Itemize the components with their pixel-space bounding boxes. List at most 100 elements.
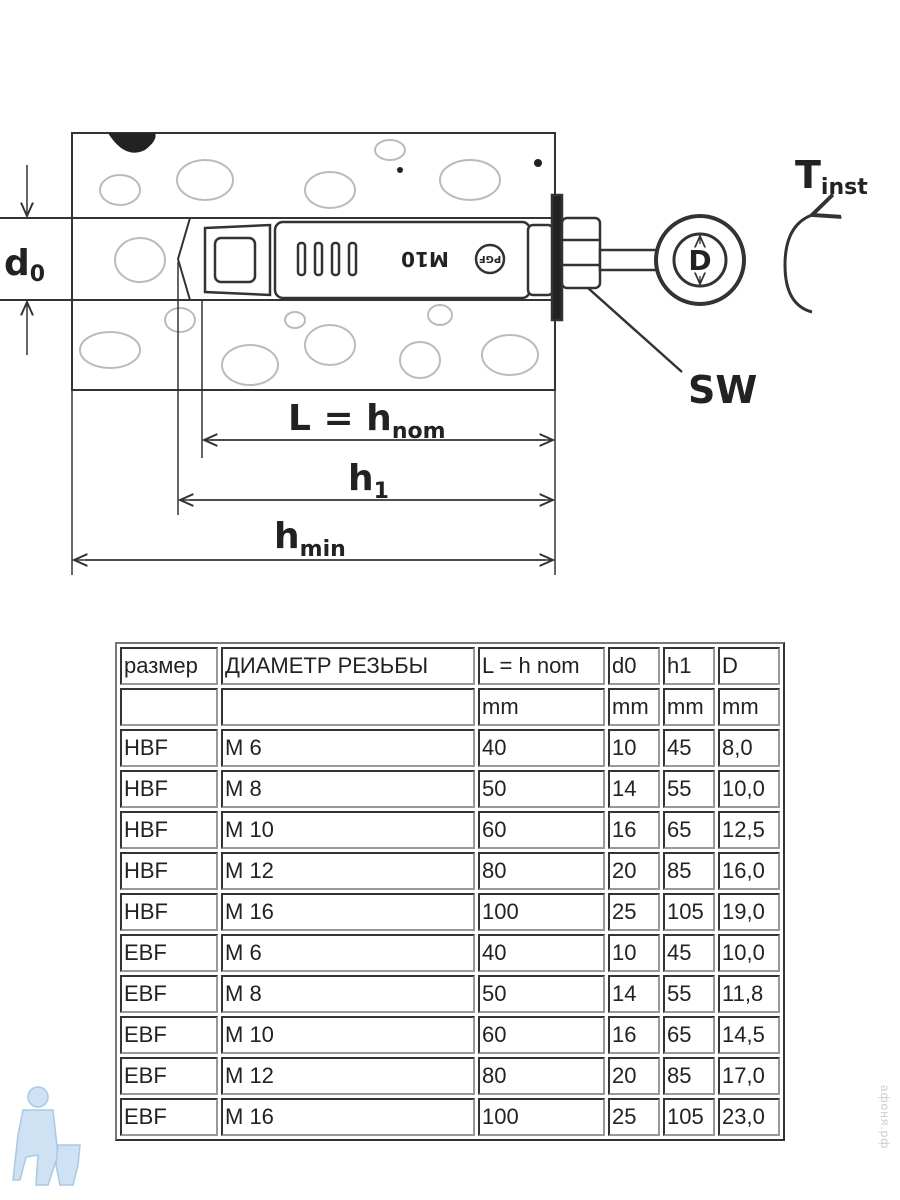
table-cell: 105 bbox=[663, 893, 715, 931]
table-cell: EBF bbox=[120, 975, 218, 1013]
table-cell: 65 bbox=[663, 1016, 715, 1054]
table-cell: 12,5 bbox=[718, 811, 780, 849]
sw-leader bbox=[587, 287, 683, 373]
table-cell: mm bbox=[663, 688, 715, 726]
table-cell bbox=[120, 688, 218, 726]
table-cell: HBF bbox=[120, 852, 218, 890]
l-hnom-label: L = hnom bbox=[288, 398, 446, 444]
length-dimensions bbox=[71, 262, 556, 575]
torque-arrow-icon bbox=[783, 215, 812, 314]
plumber-mascot-logo bbox=[12, 1086, 81, 1186]
table-cell: размер bbox=[120, 647, 218, 685]
table-cell: h1 bbox=[663, 647, 715, 685]
table-cell: 14 bbox=[608, 975, 660, 1013]
table-cell bbox=[221, 688, 475, 726]
table-cell: M 12 bbox=[221, 1057, 475, 1095]
table-cell: HBF bbox=[120, 811, 218, 849]
table-cell: 105 bbox=[663, 1098, 715, 1136]
table-cell: M 8 bbox=[221, 770, 475, 808]
table-cell: 50 bbox=[478, 975, 605, 1013]
table-cell: M 6 bbox=[221, 934, 475, 972]
table-cell: 10,0 bbox=[718, 770, 780, 808]
table-cell: 80 bbox=[478, 1057, 605, 1095]
table-cell: HBF bbox=[120, 729, 218, 767]
table-cell: M 6 bbox=[221, 729, 475, 767]
table-cell: 10 bbox=[608, 934, 660, 972]
table-cell: 45 bbox=[663, 729, 715, 767]
d-label: D bbox=[688, 244, 711, 277]
sw-label: SW bbox=[688, 368, 757, 412]
table-cell: 16,0 bbox=[718, 852, 780, 890]
table-cell: 60 bbox=[478, 811, 605, 849]
table-cell: M 10 bbox=[221, 1016, 475, 1054]
table-cell: 85 bbox=[663, 852, 715, 890]
anchor-diagram: M10 PGF D d0 Tinst SW L = hnom h1 hmin bbox=[0, 132, 868, 575]
table-cell: 45 bbox=[663, 934, 715, 972]
table-cell: 85 bbox=[663, 1057, 715, 1095]
table-cell: 16 bbox=[608, 811, 660, 849]
table-cell: 11,8 bbox=[718, 975, 780, 1013]
table-cell: ДИАМЕТР РЕЗЬБЫ bbox=[221, 647, 475, 685]
anchor-bolt bbox=[203, 193, 746, 322]
watermark: афоня.рф bbox=[878, 1085, 892, 1150]
table-cell: 16 bbox=[608, 1016, 660, 1054]
table-cell: EBF bbox=[120, 1098, 218, 1136]
table-cell: M 8 bbox=[221, 975, 475, 1013]
table-cell: 65 bbox=[663, 811, 715, 849]
table-cell: 25 bbox=[608, 893, 660, 931]
table-cell: L = h nom bbox=[478, 647, 605, 685]
table-cell: M 10 bbox=[221, 811, 475, 849]
table-cell: 55 bbox=[663, 770, 715, 808]
table-cell: 40 bbox=[478, 729, 605, 767]
table-cell: M 16 bbox=[221, 1098, 475, 1136]
table-cell: mm bbox=[608, 688, 660, 726]
table-cell: M 12 bbox=[221, 852, 475, 890]
table-cell: mm bbox=[478, 688, 605, 726]
anchor-marking: M10 bbox=[401, 247, 449, 271]
table-cell: d0 bbox=[608, 647, 660, 685]
h1-label: h1 bbox=[348, 458, 389, 504]
table-cell: 50 bbox=[478, 770, 605, 808]
table-cell: EBF bbox=[120, 1057, 218, 1095]
table-cell: HBF bbox=[120, 770, 218, 808]
table-cell: 20 bbox=[608, 852, 660, 890]
d0-label: d0 bbox=[4, 243, 45, 287]
table-cell: 60 bbox=[478, 1016, 605, 1054]
table-cell: 23,0 bbox=[718, 1098, 780, 1136]
table-cell: 100 bbox=[478, 893, 605, 931]
table-cell: EBF bbox=[120, 934, 218, 972]
anchor-logo: PGF bbox=[479, 253, 501, 264]
table-cell: 25 bbox=[608, 1098, 660, 1136]
table-cell: EBF bbox=[120, 1016, 218, 1054]
table-cell: 14 bbox=[608, 770, 660, 808]
table-cell: 10,0 bbox=[718, 934, 780, 972]
table-cell: 40 bbox=[478, 934, 605, 972]
table-cell: 17,0 bbox=[718, 1057, 780, 1095]
table-cell: 10 bbox=[608, 729, 660, 767]
table-cell: 55 bbox=[663, 975, 715, 1013]
table-cell: 80 bbox=[478, 852, 605, 890]
tinst-label: Tinst bbox=[795, 153, 868, 200]
table-cell: 14,5 bbox=[718, 1016, 780, 1054]
table-cell: HBF bbox=[120, 893, 218, 931]
table-cell: 8,0 bbox=[718, 729, 780, 767]
table-cell: M 16 bbox=[221, 893, 475, 931]
table-cell: 100 bbox=[478, 1098, 605, 1136]
hmin-label: hmin bbox=[274, 516, 346, 562]
table-cell: 19,0 bbox=[718, 893, 780, 931]
table-cell: D bbox=[718, 647, 780, 685]
